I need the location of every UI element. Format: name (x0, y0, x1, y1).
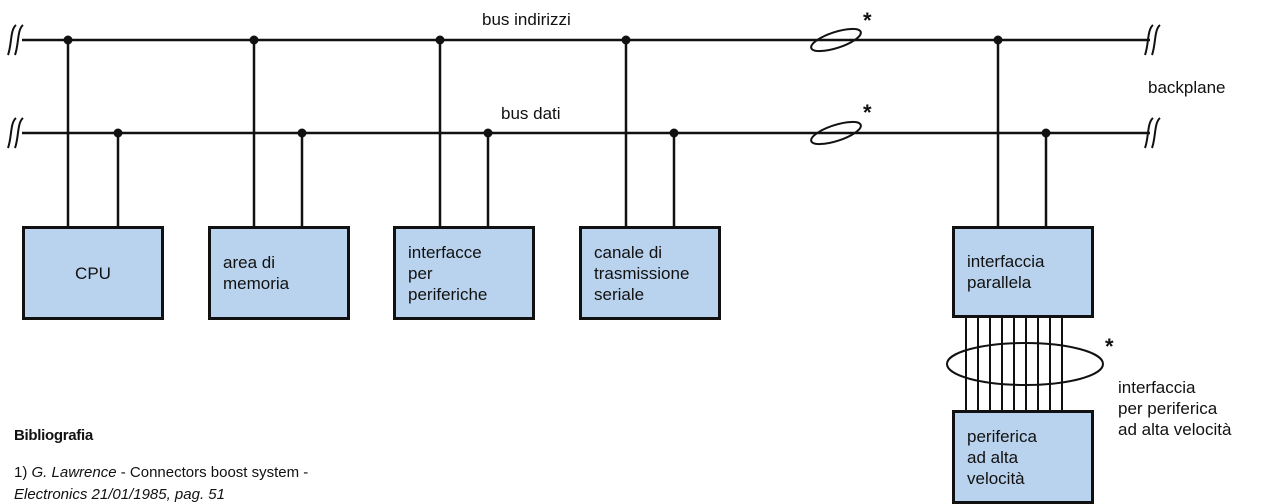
serial-channel-label: canale di trasmissione seriale (594, 242, 690, 304)
parallel-interface-box: interfaccia parallela (952, 226, 1094, 318)
bibliography-entry-author: G. Lawrence (31, 464, 117, 481)
junction-dot (1041, 128, 1051, 138)
bibliography-entry-number: 1) (14, 464, 28, 481)
high-speed-peripheral-label: periferica ad alta velocità (967, 426, 1037, 488)
bibliography-entry-source: Electronics 21/01/1985, pag. 51 (14, 486, 225, 503)
memory-box: area di memoria (208, 226, 350, 320)
bibliography-title: Bibliografia (14, 427, 93, 444)
data-bus-right-break-icon (1144, 117, 1161, 149)
junction-dot (435, 35, 445, 45)
high-speed-peripheral-box: periferica ad alta velocità (952, 410, 1094, 504)
junction-dot (297, 128, 307, 138)
data-bus-left-break-icon (7, 117, 24, 149)
junction-dot (993, 35, 1003, 45)
parallel-interface-label: interfaccia parallela (967, 252, 1045, 292)
junction-dot (483, 128, 493, 138)
cpu-box: CPU (22, 226, 164, 320)
cpu-label: CPU (75, 263, 111, 283)
parallel-bundle-marker: * (1105, 334, 1114, 359)
peripheral-interfaces-label: interfacce per periferiche (408, 242, 488, 304)
junction-dot (669, 128, 679, 138)
address-bus-bundle-icon (810, 27, 862, 53)
peripheral-interfaces-box: interfacce per periferiche (393, 226, 535, 320)
junction-dot (249, 35, 259, 45)
junction-dot (621, 35, 631, 45)
address-bus-label: bus indirizzi (482, 10, 571, 29)
parallel-bus-lines (965, 316, 1063, 412)
data-bus-label: bus dati (501, 104, 561, 123)
junction-dot (113, 128, 123, 138)
high-speed-interface-note: interfaccia per periferica ad alta veloc… (1118, 378, 1232, 439)
bibliography-entry: 1) G. Lawrence - Connectors boost system… (14, 464, 308, 481)
parallel-bundle-icon (946, 342, 1104, 386)
memory-label: area di memoria (223, 253, 290, 293)
data-bus-bundle-icon (810, 120, 862, 146)
address-bus-left-break-icon (7, 24, 24, 56)
address-bus-right-break-icon (1144, 24, 1161, 56)
serial-channel-box: canale di trasmissione seriale (579, 226, 721, 320)
junction-dot (63, 35, 73, 45)
data-bus-marker: * (863, 100, 872, 125)
bibliography-entry-text: - Connectors boost system - (116, 464, 309, 481)
backplane-label: backplane (1148, 78, 1226, 97)
address-bus-marker: * (863, 8, 872, 33)
